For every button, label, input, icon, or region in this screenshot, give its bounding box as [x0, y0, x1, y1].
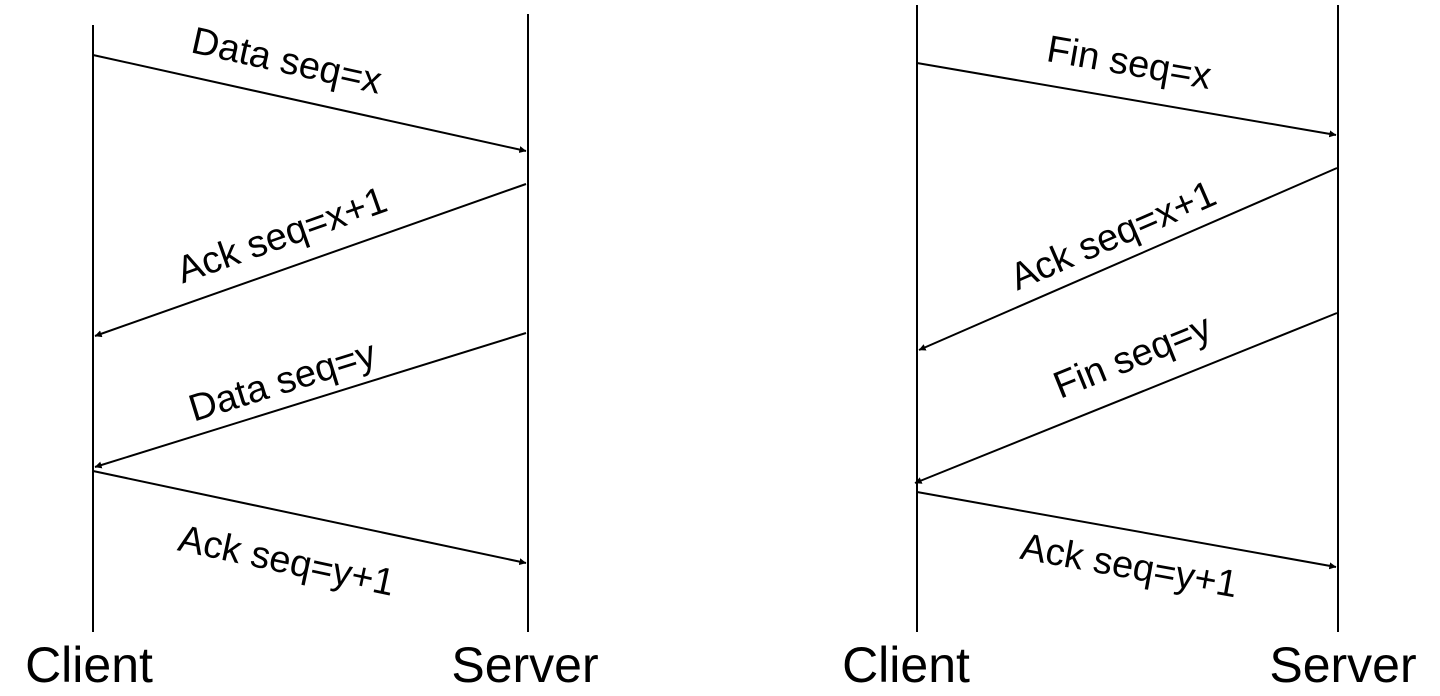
client-label: Client — [842, 637, 970, 693]
message-arrow — [92, 54, 527, 153]
message-ack-seq-y-plus-1: Ack seq=y+1 — [916, 491, 1337, 606]
message-fin-seq-x: Fin seq=x — [916, 28, 1337, 138]
message-arrow — [914, 312, 1338, 484]
message-label: Fin seq=y — [1048, 306, 1217, 407]
message-data-seq-x: Data seq=x — [92, 20, 527, 153]
diagram-data-exchange: Data seq=x Ack seq=x+1 Data seq=y Ack se… — [25, 14, 599, 693]
message-label: Ack seq=y+1 — [1017, 526, 1241, 606]
message-ack-seq-x-plus-1: Ack seq=x+1 — [94, 179, 527, 338]
message-label: Data seq=y — [184, 333, 381, 431]
server-label: Server — [1269, 637, 1416, 693]
message-arrow — [92, 470, 527, 566]
message-label: Ack seq=x+1 — [1004, 173, 1222, 299]
message-arrow — [94, 332, 527, 469]
message-label: Ack seq=x+1 — [171, 179, 392, 292]
message-label: Ack seq=y+1 — [175, 518, 399, 605]
server-label: Server — [451, 637, 598, 693]
message-fin-seq-y: Fin seq=y — [914, 306, 1338, 484]
message-arrow — [918, 167, 1338, 351]
message-ack-seq-x-plus-1: Ack seq=x+1 — [918, 167, 1338, 351]
message-arrow — [916, 491, 1337, 570]
diagram-connection-close: Fin seq=x Ack seq=x+1 Fin seq=y Ack seq=… — [842, 5, 1417, 693]
message-label: Data seq=x — [188, 20, 386, 103]
client-label: Client — [25, 637, 153, 693]
message-ack-seq-y-plus-1: Ack seq=y+1 — [92, 470, 527, 605]
message-data-seq-y: Data seq=y — [94, 332, 527, 469]
message-arrow — [916, 62, 1337, 138]
message-arrow — [94, 183, 527, 338]
message-label: Fin seq=x — [1044, 28, 1215, 98]
